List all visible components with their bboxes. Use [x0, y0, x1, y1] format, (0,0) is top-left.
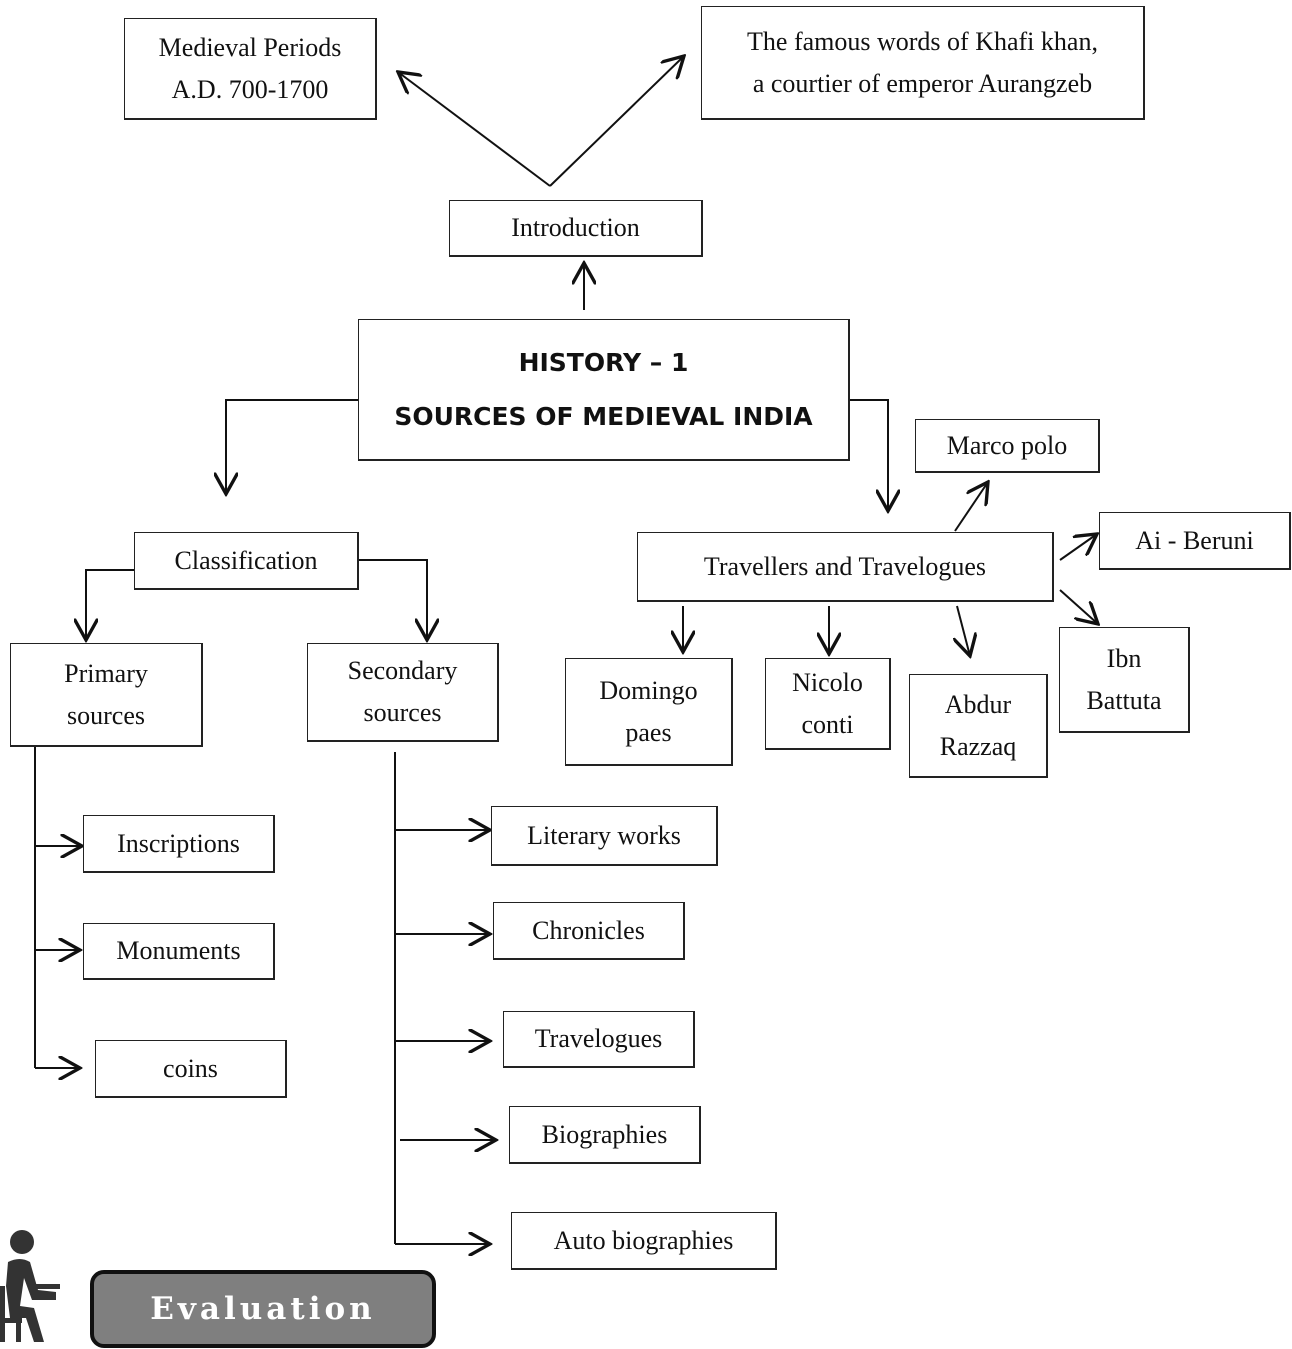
medieval-periods-line2: A.D. 700-1700 [171, 74, 329, 104]
main-title-line1: HISTORY – 1 [518, 347, 689, 377]
medieval-periods-line1: Medieval Periods [158, 32, 342, 62]
khafi-khan-box: The famous words of Khafi khan, a courti… [701, 6, 1145, 120]
primary-line2: sources [67, 700, 145, 730]
domingo-paes-line2: paes [625, 717, 672, 747]
arrow-to-khafi-khan [549, 56, 684, 187]
ibn-battuta-line1: Ibn [1106, 643, 1142, 673]
chronicles-label: Chronicles [532, 915, 645, 945]
abdur-razzaq-line1: Abdur [944, 689, 1012, 719]
introduction-label: Introduction [511, 213, 640, 242]
primary-line1: Primary [64, 658, 148, 688]
travellers-box: Travellers and Travelogues [637, 532, 1054, 602]
domingo-paes-line1: Domingo [599, 675, 698, 705]
khafi-khan-line2: a courtier of emperor Aurangzeb [752, 68, 1093, 98]
traveller-domingo-paes: Domingo paes [565, 658, 733, 766]
classification-label: Classification [174, 545, 318, 575]
travelogues-label: Travelogues [534, 1024, 663, 1053]
primary-item-monuments: Monuments [83, 923, 275, 980]
introduction-box: Introduction [449, 200, 703, 257]
arrow-to-marco-polo [954, 482, 988, 532]
primary-item-coins: coins [95, 1040, 287, 1098]
secondary-item-auto-biographies: Auto biographies [511, 1212, 777, 1270]
main-title-line2: SOURCES OF MEDIEVAL INDIA [394, 401, 813, 431]
traveller-marco-polo: Marco polo [915, 419, 1100, 473]
secondary-line2: sources [363, 698, 442, 727]
literary-works-label: Literary works [527, 820, 681, 850]
biographies-label: Biographies [541, 1119, 668, 1149]
arrow-to-al-beruni [1059, 534, 1097, 561]
al-beruni-label: Ai - Beruni [1135, 525, 1254, 555]
main-topic-box: HISTORY – 1 SOURCES OF MEDIEVAL INDIA [358, 319, 850, 461]
secondary-item-chronicles: Chronicles [493, 902, 685, 960]
secondary-item-biographies: Biographies [509, 1106, 701, 1164]
traveller-nicolo-conti: Nicolo conti [765, 658, 891, 750]
primary-sources-box: Primary sources [10, 643, 203, 747]
ibn-battuta-line2: Battuta [1086, 685, 1162, 715]
arrow-to-abdur-razzaq [957, 605, 970, 656]
evaluation-banner: Evaluation [90, 1270, 436, 1348]
travellers-label: Travellers and Travelogues [703, 551, 987, 581]
classification-box: Classification [134, 532, 359, 590]
evaluation-label: Evaluation [150, 1291, 376, 1327]
medieval-periods-box: Medieval Periods A.D. 700-1700 [124, 18, 377, 120]
auto-biographies-label: Auto biographies [553, 1225, 734, 1255]
secondary-line1: Secondary [347, 656, 458, 685]
nicolo-conti-line1: Nicolo [792, 667, 863, 697]
arrow-to-classification [226, 399, 359, 494]
student-writing-icon [0, 1230, 60, 1342]
secondary-sources-box: Secondary sources [307, 643, 499, 742]
traveller-ibn-battuta: Ibn Battuta [1059, 627, 1190, 733]
abdur-razzaq-line2: Razzaq [939, 731, 1017, 761]
secondary-item-literary-works: Literary works [491, 806, 718, 866]
secondary-item-travelogues: Travelogues [503, 1011, 695, 1068]
arrow-to-primary [86, 569, 135, 640]
traveller-al-beruni: Ai - Beruni [1099, 512, 1291, 570]
nicolo-conti-line2: conti [801, 709, 854, 739]
primary-item-inscriptions: Inscriptions [83, 815, 275, 873]
arrow-to-ibn-battuta [1059, 589, 1098, 624]
arrow-to-secondary [358, 559, 427, 640]
coins-label: coins [163, 1053, 218, 1083]
inscriptions-label: Inscriptions [117, 828, 240, 858]
traveller-abdur-razzaq: Abdur Razzaq [909, 674, 1048, 778]
marco-polo-label: Marco polo [946, 430, 1068, 460]
khafi-khan-line1: The famous words of Khafi khan, [747, 26, 1098, 56]
monuments-label: Monuments [116, 936, 241, 965]
arrow-to-travellers [849, 399, 888, 511]
arrow-to-medieval-periods [398, 72, 551, 187]
